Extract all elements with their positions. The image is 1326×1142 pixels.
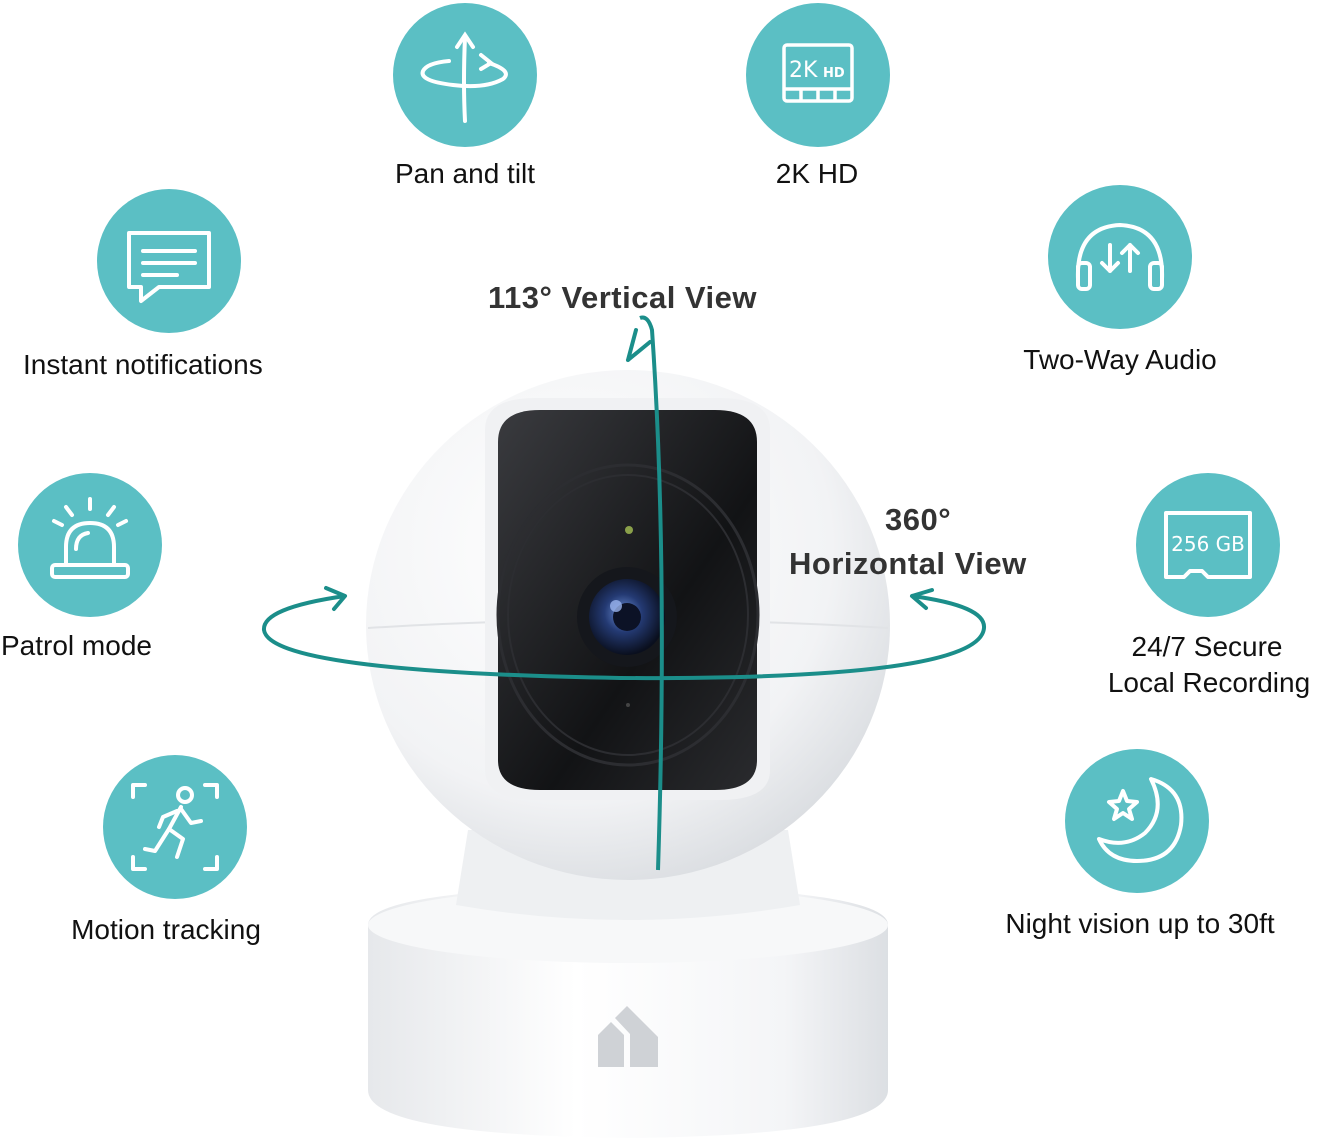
2k-hd-label: 2K HD: [775, 158, 859, 189]
motion-feature-circle: [103, 755, 247, 899]
patrol-feature-circle: [18, 473, 162, 617]
notifications-feature-circle: [97, 189, 241, 333]
patrol-label: Patrol mode: [1, 630, 152, 661]
night-feature-circle: [1065, 749, 1209, 893]
audio-feature-circle: [1048, 185, 1192, 329]
recording-label-line2: Local Recording: [1107, 667, 1311, 698]
alarm-light-icon: [50, 497, 130, 579]
running-person-icon: [131, 783, 219, 871]
horizontal-view-label-line2: Horizontal View: [789, 546, 1027, 581]
horizontal-view-arrow: [262, 594, 986, 681]
notifications-label: Instant notifications: [23, 349, 263, 380]
svg-text:2K: 2K: [789, 58, 818, 83]
headphones-icon: [1075, 223, 1165, 291]
svg-text:256 GB: 256 GB: [1171, 532, 1245, 556]
2k-hd-feature-circle: 2K HD: [746, 3, 890, 147]
pan-tilt-feature-circle: [393, 3, 537, 147]
chat-bubble-icon: [127, 231, 211, 303]
horizontal-view-label-line1: 360°: [885, 502, 952, 537]
kasa-logo-icon: [598, 1006, 658, 1067]
moon-star-icon: [1097, 777, 1184, 863]
svg-text:HD: HD: [823, 66, 845, 81]
audio-label: Two-Way Audio: [1023, 344, 1217, 375]
night-label: Night vision up to 30ft: [1005, 908, 1275, 939]
vertical-view-arrow: [639, 315, 664, 871]
vertical-view-label: 113° Vertical View: [488, 280, 758, 315]
sd-card-icon: 256 GB: [1164, 511, 1252, 579]
recording-label-line1: 24/7 Secure: [1131, 631, 1283, 662]
recording-feature-circle: 256 GB: [1136, 473, 1280, 617]
pan-tilt-label: Pan and tilt: [394, 158, 536, 189]
motion-label: Motion tracking: [71, 914, 261, 945]
pan-tilt-icon: [420, 31, 508, 123]
2k-hd-icon: 2K HD: [782, 43, 854, 103]
